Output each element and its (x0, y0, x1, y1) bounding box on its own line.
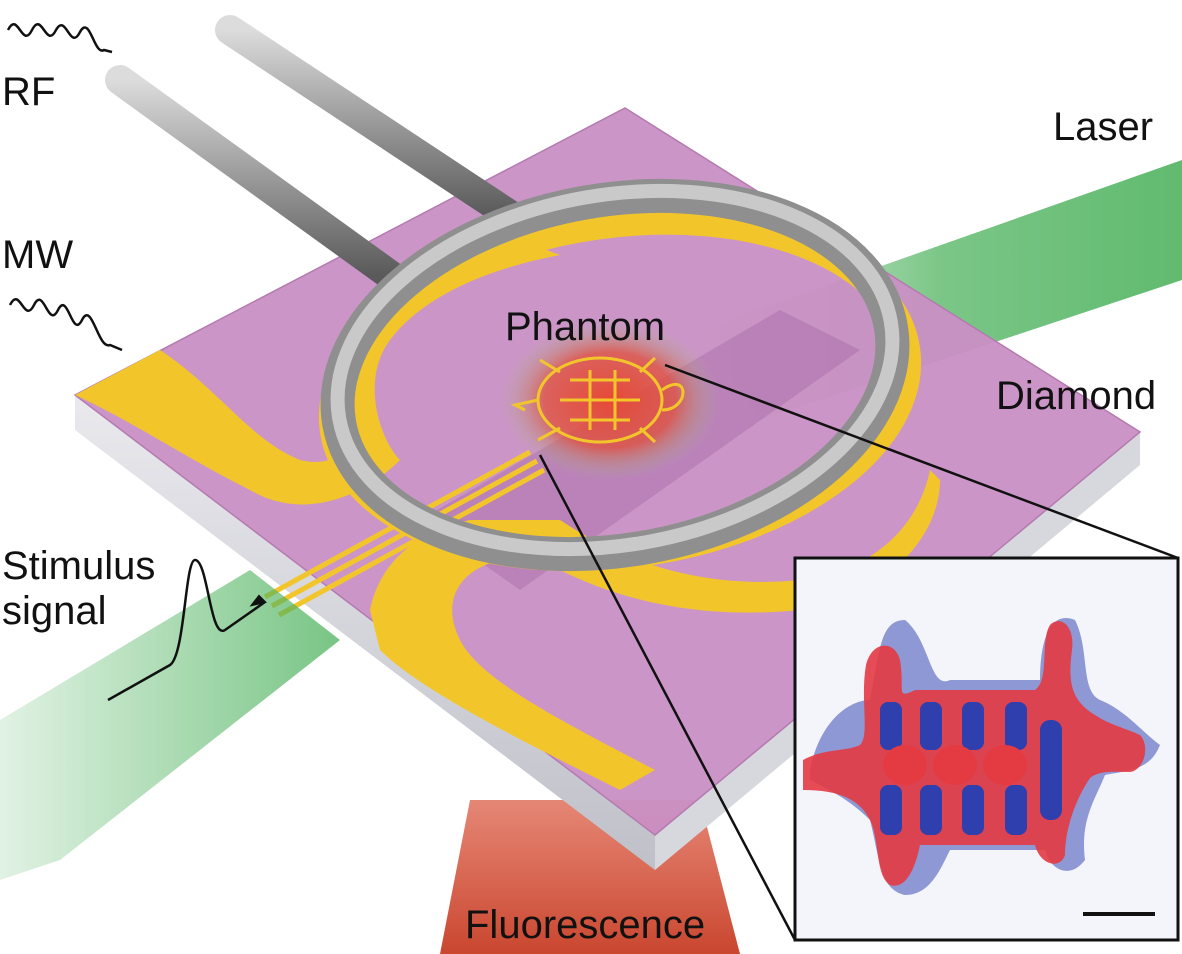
stimulus-pulse (107, 558, 266, 702)
zoom-line-top (664, 363, 1179, 560)
inset-field-map (793, 556, 1180, 942)
label-phantom: Phantom (505, 305, 666, 349)
label-mw: MW (2, 233, 74, 277)
label-rf: RF (2, 70, 56, 114)
label-stimulus-line1: Stimulus (2, 544, 156, 588)
label-stimulus-signal: Stimulus signal (2, 544, 155, 634)
label-diamond: Diamond (996, 374, 1157, 418)
rf-wire-loop (105, 15, 910, 572)
gold-electrode-upper (75, 240, 560, 505)
label-laser: Laser (1053, 105, 1154, 149)
mw-waveform (8, 297, 123, 352)
phantom-turtle (510, 356, 685, 444)
label-fluorescence: Fluorescence (465, 903, 706, 947)
zoom-line-bottom (538, 454, 797, 941)
rf-waveform (6, 22, 113, 54)
laser-beam-front (0, 570, 340, 880)
diamond-side-left (75, 395, 655, 870)
label-stimulus-line2: signal (2, 589, 107, 634)
